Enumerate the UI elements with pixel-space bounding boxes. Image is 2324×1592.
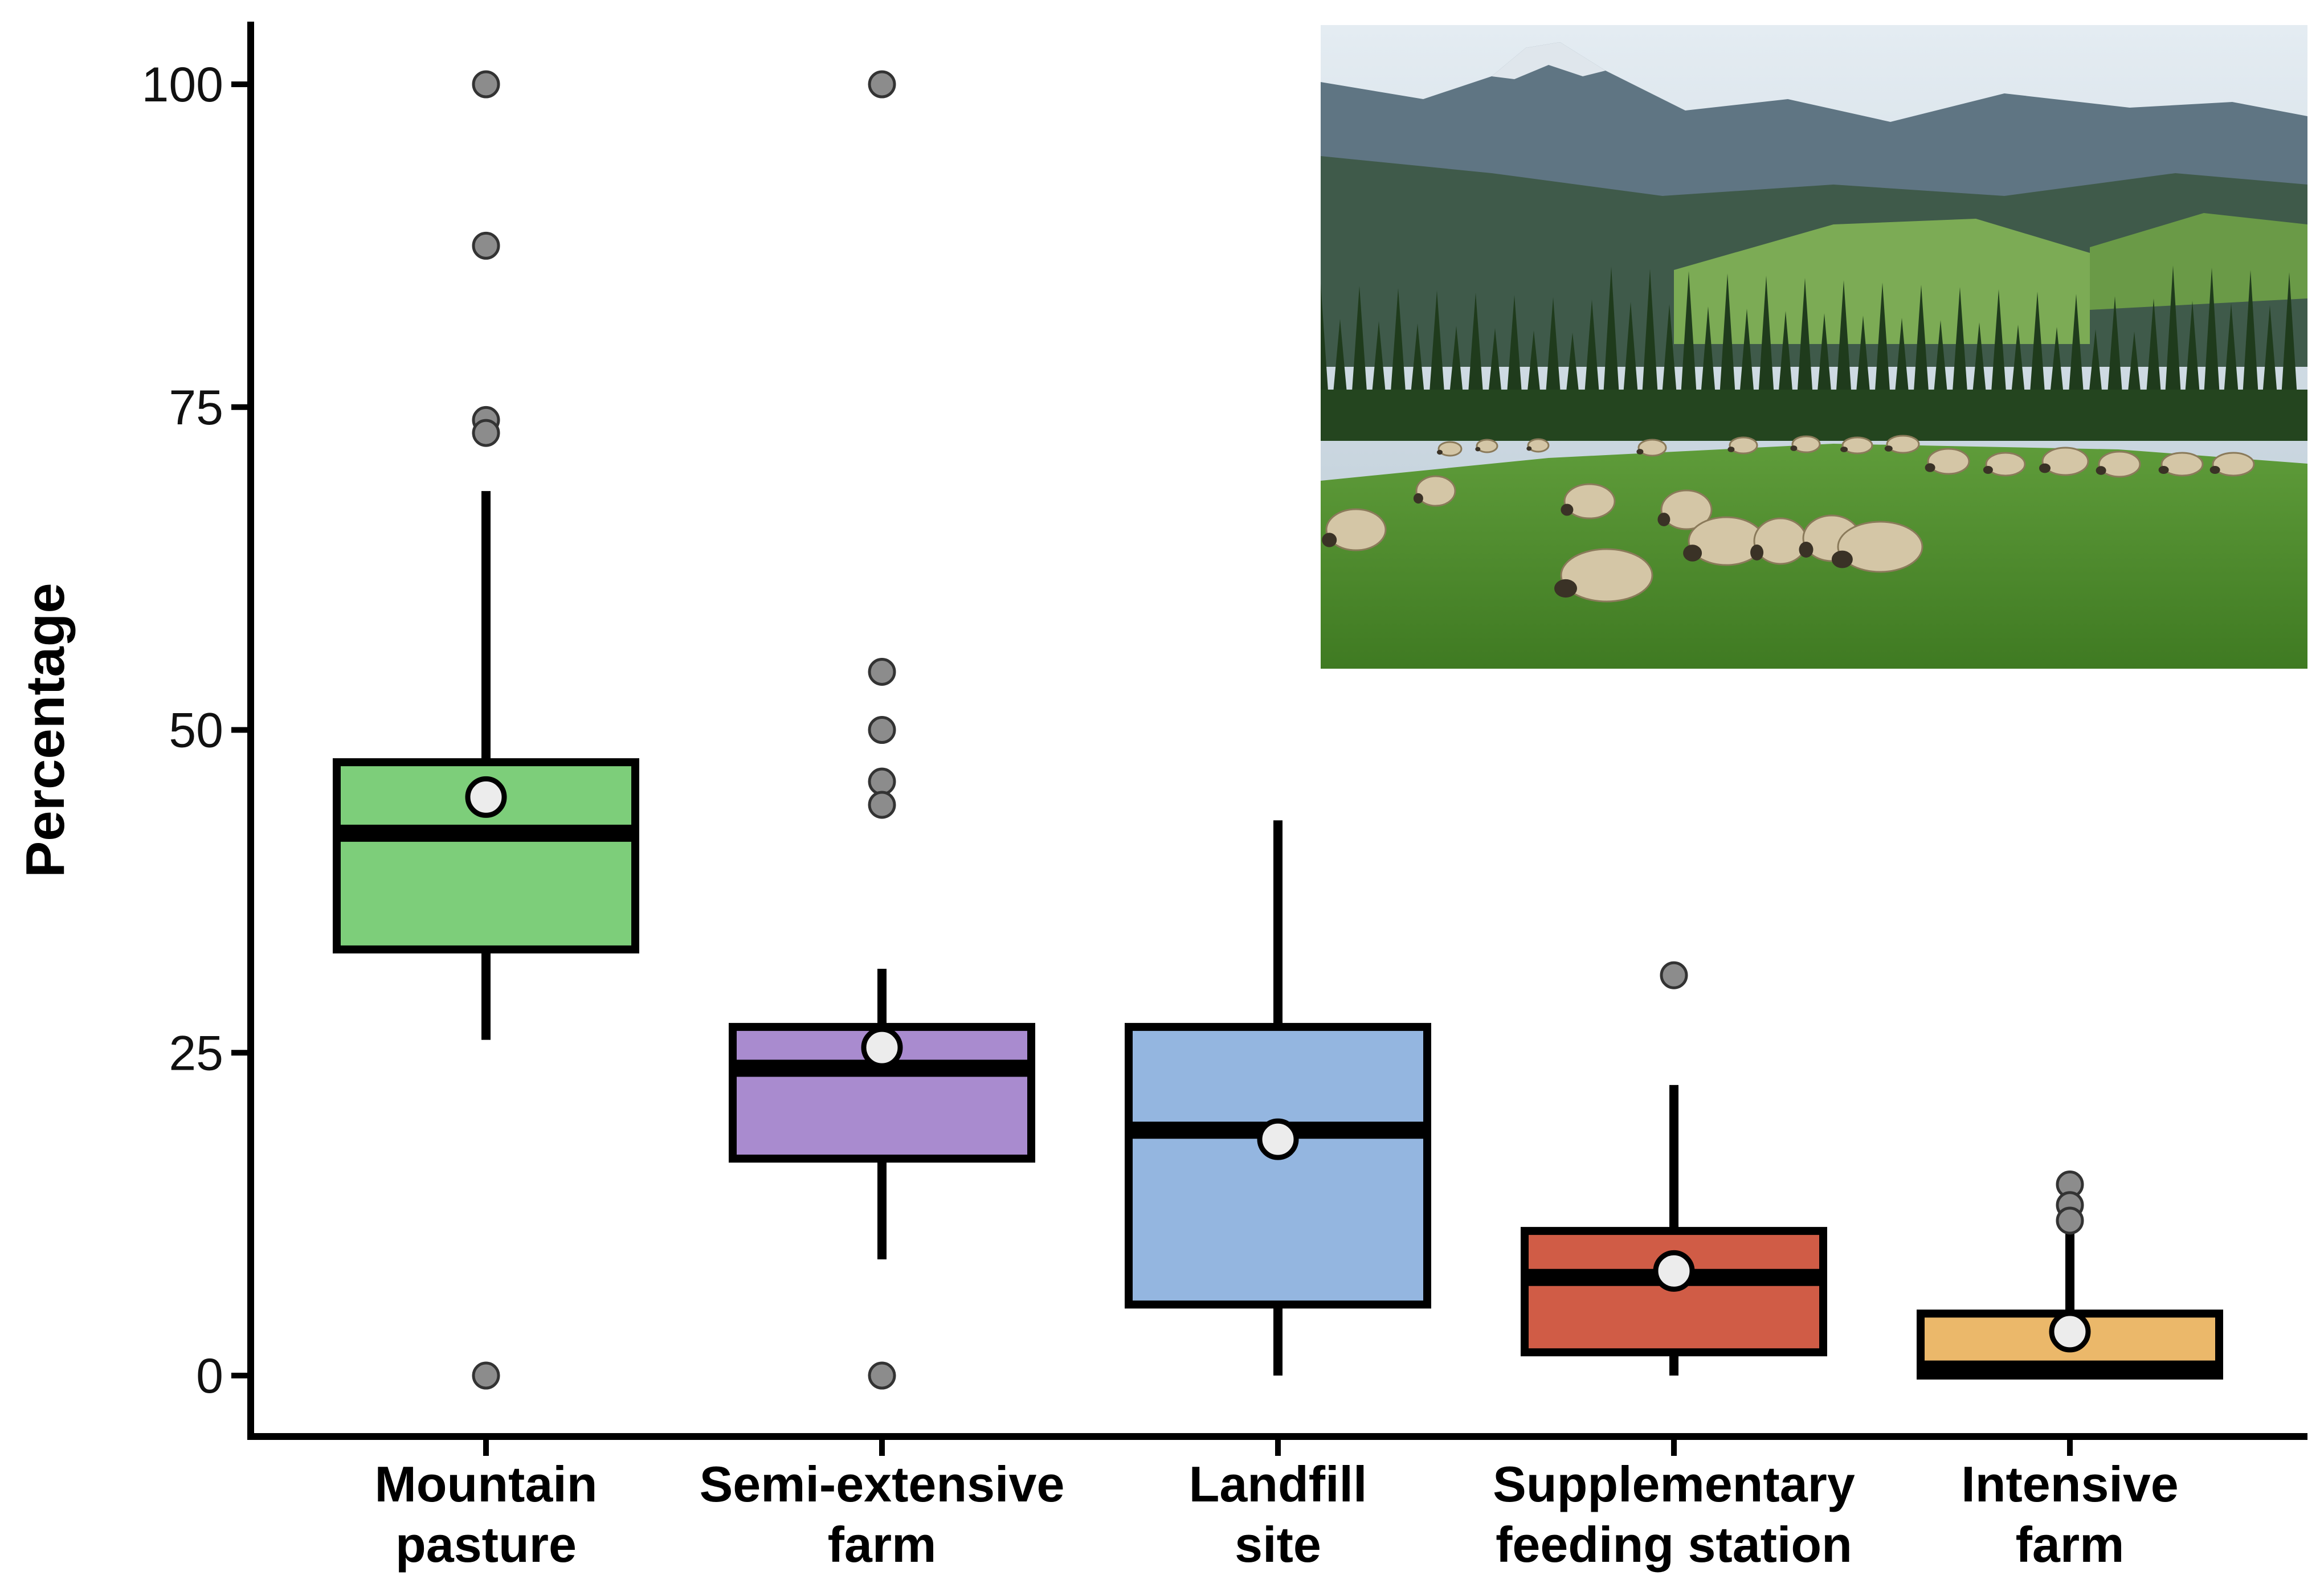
snow-peak [1492,42,1606,79]
pasture-photo [1321,25,2307,669]
category-label-line1: Supplementary [1493,1456,1855,1512]
sheep [1660,489,1713,530]
y-tick-label: 50 [169,703,223,758]
sheep [1527,438,1550,453]
sheep [1927,448,1970,475]
outlier-point [868,657,896,686]
category-label-line1: Intensive [1961,1456,2178,1512]
sheep [2041,447,2089,476]
sheep [1791,435,1821,453]
outlier-point [472,1361,500,1390]
valley-fields [1674,219,2090,344]
sheep-head [1884,445,1893,452]
mean-point [1257,1118,1299,1160]
sheep-head [1683,545,1702,562]
category-label-line2: farm [828,1516,937,1573]
sheep-head [2158,466,2169,474]
sheep-head [1983,466,1993,474]
x-category-labels: MountainpastureSemi-extensivefarmLandfil… [374,1437,2179,1573]
y-tick-label: 0 [196,1349,223,1403]
box-group [1917,1170,2223,1380]
sheep [1437,441,1463,457]
sheep-head [1790,445,1798,451]
outlier-point [472,231,500,260]
sheep-head [2209,466,2220,474]
tree-base [1321,390,2307,441]
sheep-head [1799,542,1814,558]
y-axis-title: Percentage [15,583,76,878]
mean-point [1653,1250,1695,1292]
sheep-head [1750,545,1764,560]
outlier-point [472,70,500,99]
y-tick-label: 25 [169,1026,223,1081]
outlier-point [868,791,896,819]
sheep-head [1322,533,1337,547]
box-group [333,70,639,1390]
sheep-head [1727,447,1735,452]
category-label-line1: Landfill [1189,1456,1367,1512]
sheep-head [1526,446,1532,451]
hill-fields [2090,213,2307,310]
category-label-line2: pasture [395,1516,577,1573]
category-label-line1: Semi-extensive [700,1456,1065,1512]
sheep-head [1561,504,1574,516]
sheep-head [1437,449,1443,455]
sheep [1476,439,1498,453]
sheep [1985,452,2026,477]
sheep-head [1475,447,1481,452]
outlier-point [1660,961,1688,989]
sheep [1560,548,1653,603]
sheep-head [1925,463,1935,472]
outlier-point [2056,1206,2084,1235]
mean-point [861,1026,903,1069]
mean-point [465,776,507,818]
sheep [1729,436,1758,455]
sheep-head [1636,449,1644,455]
y-ticks: 0 25 50 75 100 [142,58,251,1403]
outlier-point [868,716,896,744]
box-group [1521,961,1827,1376]
y-tick-label: 75 [169,380,223,435]
sheep-head [1840,447,1848,452]
sheep [2098,451,2141,478]
sheep [1837,521,1923,573]
sheep [1563,483,1616,519]
y-tick-label: 100 [142,58,224,112]
mean-point [2049,1311,2091,1353]
sheep-head [1657,513,1670,526]
boxes-layer [333,70,2223,1390]
category-label-line2: farm [2016,1516,2125,1573]
category-label-line2: site [1235,1516,1321,1573]
outlier-point [868,70,896,99]
sheep [1841,436,1873,455]
sheep-head [2096,466,2106,475]
sheep [1325,508,1387,551]
box-iqr [1125,1022,1431,1309]
sheep-head [1831,550,1853,568]
outlier-point [868,767,896,796]
sheep [1415,475,1456,507]
box-group [729,70,1035,1390]
outlier-point [868,1361,896,1390]
category-label-line1: Mountain [374,1456,597,1512]
sheep [2160,452,2204,477]
sheep [1637,439,1667,457]
category-label-line2: feeding station [1496,1516,1852,1573]
sheep [1886,435,1920,454]
sheep-head [1554,579,1577,598]
box-group [1125,820,1431,1376]
sheep-head [2039,463,2051,473]
sheep-head [1413,493,1423,504]
outlier-point [472,419,500,447]
sheep [2212,452,2255,477]
